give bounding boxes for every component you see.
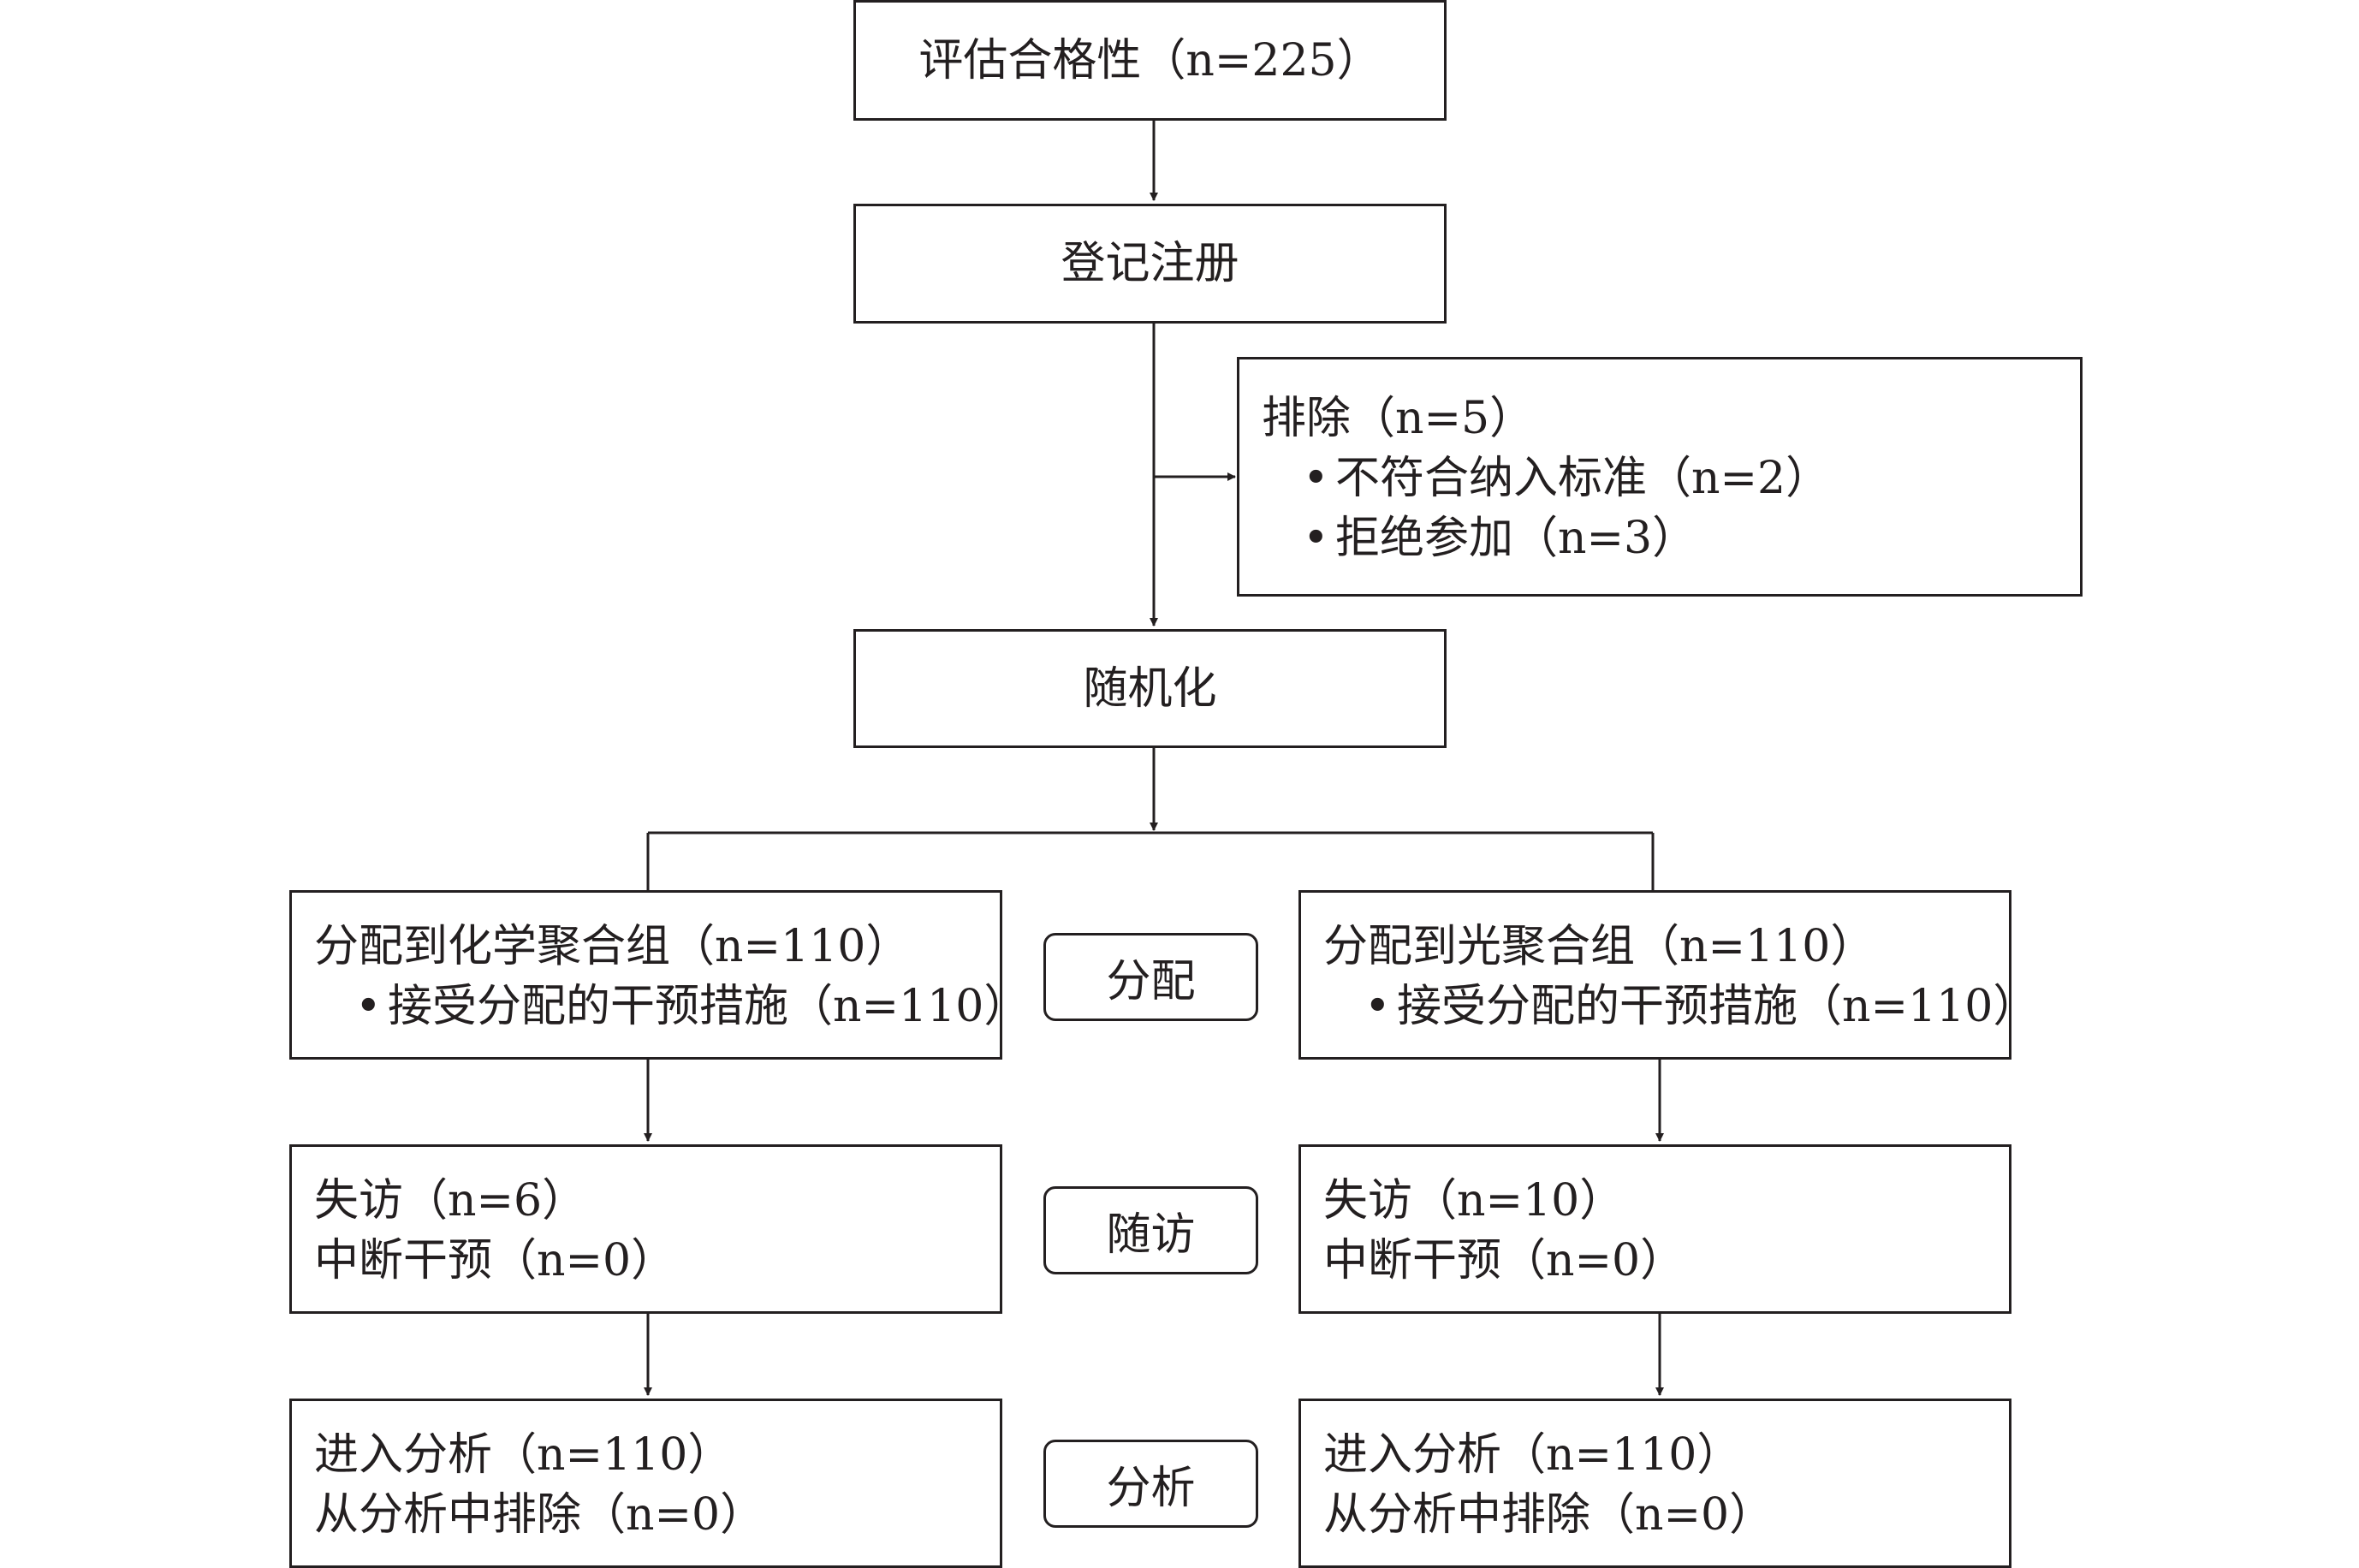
- stage-analysis-label: 分析: [1106, 1463, 1196, 1514]
- excluded-item-2: 拒绝参加（n=3）: [1335, 513, 1697, 564]
- right-followup-box: 失访（n=10） 中断干预（n=0）: [1298, 1144, 2011, 1314]
- left-allocation-title: 分配到化学聚合组（n=110）: [314, 921, 911, 972]
- right-allocation-title: 分配到光聚合组（n=110）: [1323, 921, 1875, 972]
- stage-followup: 随访: [1043, 1186, 1258, 1274]
- right-analysis-excluded: 从分析中排除（n=0）: [1323, 1489, 1774, 1541]
- eligibility-label: 评估合格性（n=225）: [918, 34, 1382, 86]
- left-allocation-item-text: 接受分配的干预措施（n=110）: [388, 981, 1029, 1032]
- right-followup-lost: 失访（n=10）: [1323, 1175, 1625, 1226]
- right-allocation-item: •接受分配的干预措施（n=110）: [1364, 981, 2038, 1032]
- left-analysis-analysed: 进入分析（n=110）: [314, 1429, 733, 1481]
- stage-analysis: 分析: [1043, 1440, 1258, 1528]
- stage-allocation: 分配: [1043, 933, 1258, 1021]
- left-analysis-excluded: 从分析中排除（n=0）: [314, 1489, 765, 1541]
- excluded-item: •拒绝参加（n=3）: [1303, 513, 1697, 564]
- right-followup-discontinued: 中断干预（n=0）: [1323, 1235, 1685, 1286]
- left-analysis-box: 进入分析（n=110） 从分析中排除（n=0）: [289, 1399, 1002, 1568]
- right-allocation-box: 分配到光聚合组（n=110） •接受分配的干预措施（n=110）: [1298, 890, 2038, 1060]
- excluded-title: 排除（n=5）: [1262, 393, 1535, 444]
- left-allocation-item: •接受分配的干预措施（n=110）: [355, 981, 1029, 1032]
- excluded-box: 排除（n=5） •不符合纳入标准（n=2） •拒绝参加（n=3）: [1237, 357, 2083, 597]
- right-analysis-analysed: 进入分析（n=110）: [1323, 1429, 1742, 1481]
- randomization-box: 随机化: [853, 629, 1447, 748]
- excluded-item: •不符合纳入标准（n=2）: [1303, 453, 1831, 504]
- left-followup-box: 失访（n=6） 中断干预（n=0）: [289, 1144, 1002, 1314]
- left-followup-discontinued: 中断干预（n=0）: [314, 1235, 676, 1286]
- excluded-item-1: 不符合纳入标准（n=2）: [1335, 453, 1831, 504]
- stage-followup-label: 随访: [1106, 1209, 1196, 1261]
- enrolment-label: 登记注册: [1061, 238, 1239, 289]
- right-allocation-item-text: 接受分配的干预措施（n=110）: [1397, 981, 2038, 1032]
- stage-allocation-label: 分配: [1106, 956, 1196, 1007]
- eligibility-box: 评估合格性（n=225）: [853, 0, 1447, 121]
- enrolment-box: 登记注册: [853, 204, 1447, 324]
- left-allocation-box: 分配到化学聚合组（n=110） •接受分配的干预措施（n=110）: [289, 890, 1029, 1060]
- randomization-label: 随机化: [1083, 662, 1217, 715]
- right-analysis-box: 进入分析（n=110） 从分析中排除（n=0）: [1298, 1399, 2011, 1568]
- left-followup-lost: 失访（n=6）: [314, 1175, 587, 1226]
